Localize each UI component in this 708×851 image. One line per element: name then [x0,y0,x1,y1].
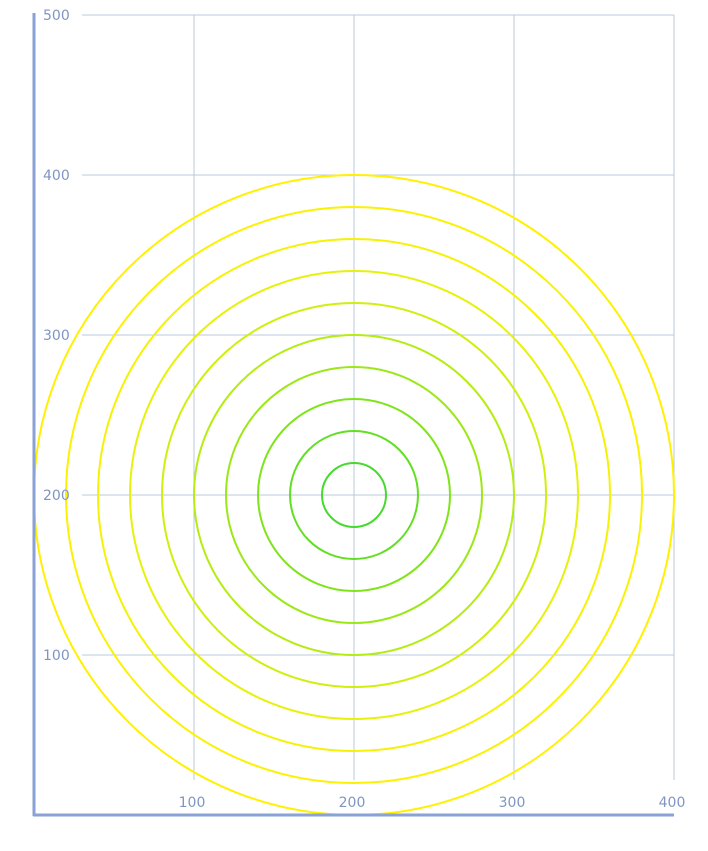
y-tick-label-500: 500 [43,8,70,24]
y-tick-label-100: 100 [43,648,70,664]
x-tick-label-100: 100 [179,795,206,811]
ring-40 [289,430,419,560]
x-tick-label-300: 300 [499,795,526,811]
ring-100 [193,334,515,656]
y-tick-label-400: 400 [43,168,70,184]
ring-140 [129,270,579,720]
x-tick-label-400: 400 [659,795,686,811]
ring-20 [321,462,387,528]
ring-80 [225,366,483,624]
grid-layer [82,14,675,780]
ring-layer [33,174,675,816]
axis-layer [32,13,674,817]
y-tick-label-200: 200 [43,488,70,504]
ring-120 [161,302,547,688]
ring-160 [97,238,611,752]
ring-60 [257,398,451,592]
ring-180 [65,206,643,784]
y-tick-label-300: 300 [43,328,70,344]
x-tick-label-200: 200 [339,795,366,811]
tick-labels: 100 200 300 400 100 200 300 400 500 [43,8,685,811]
